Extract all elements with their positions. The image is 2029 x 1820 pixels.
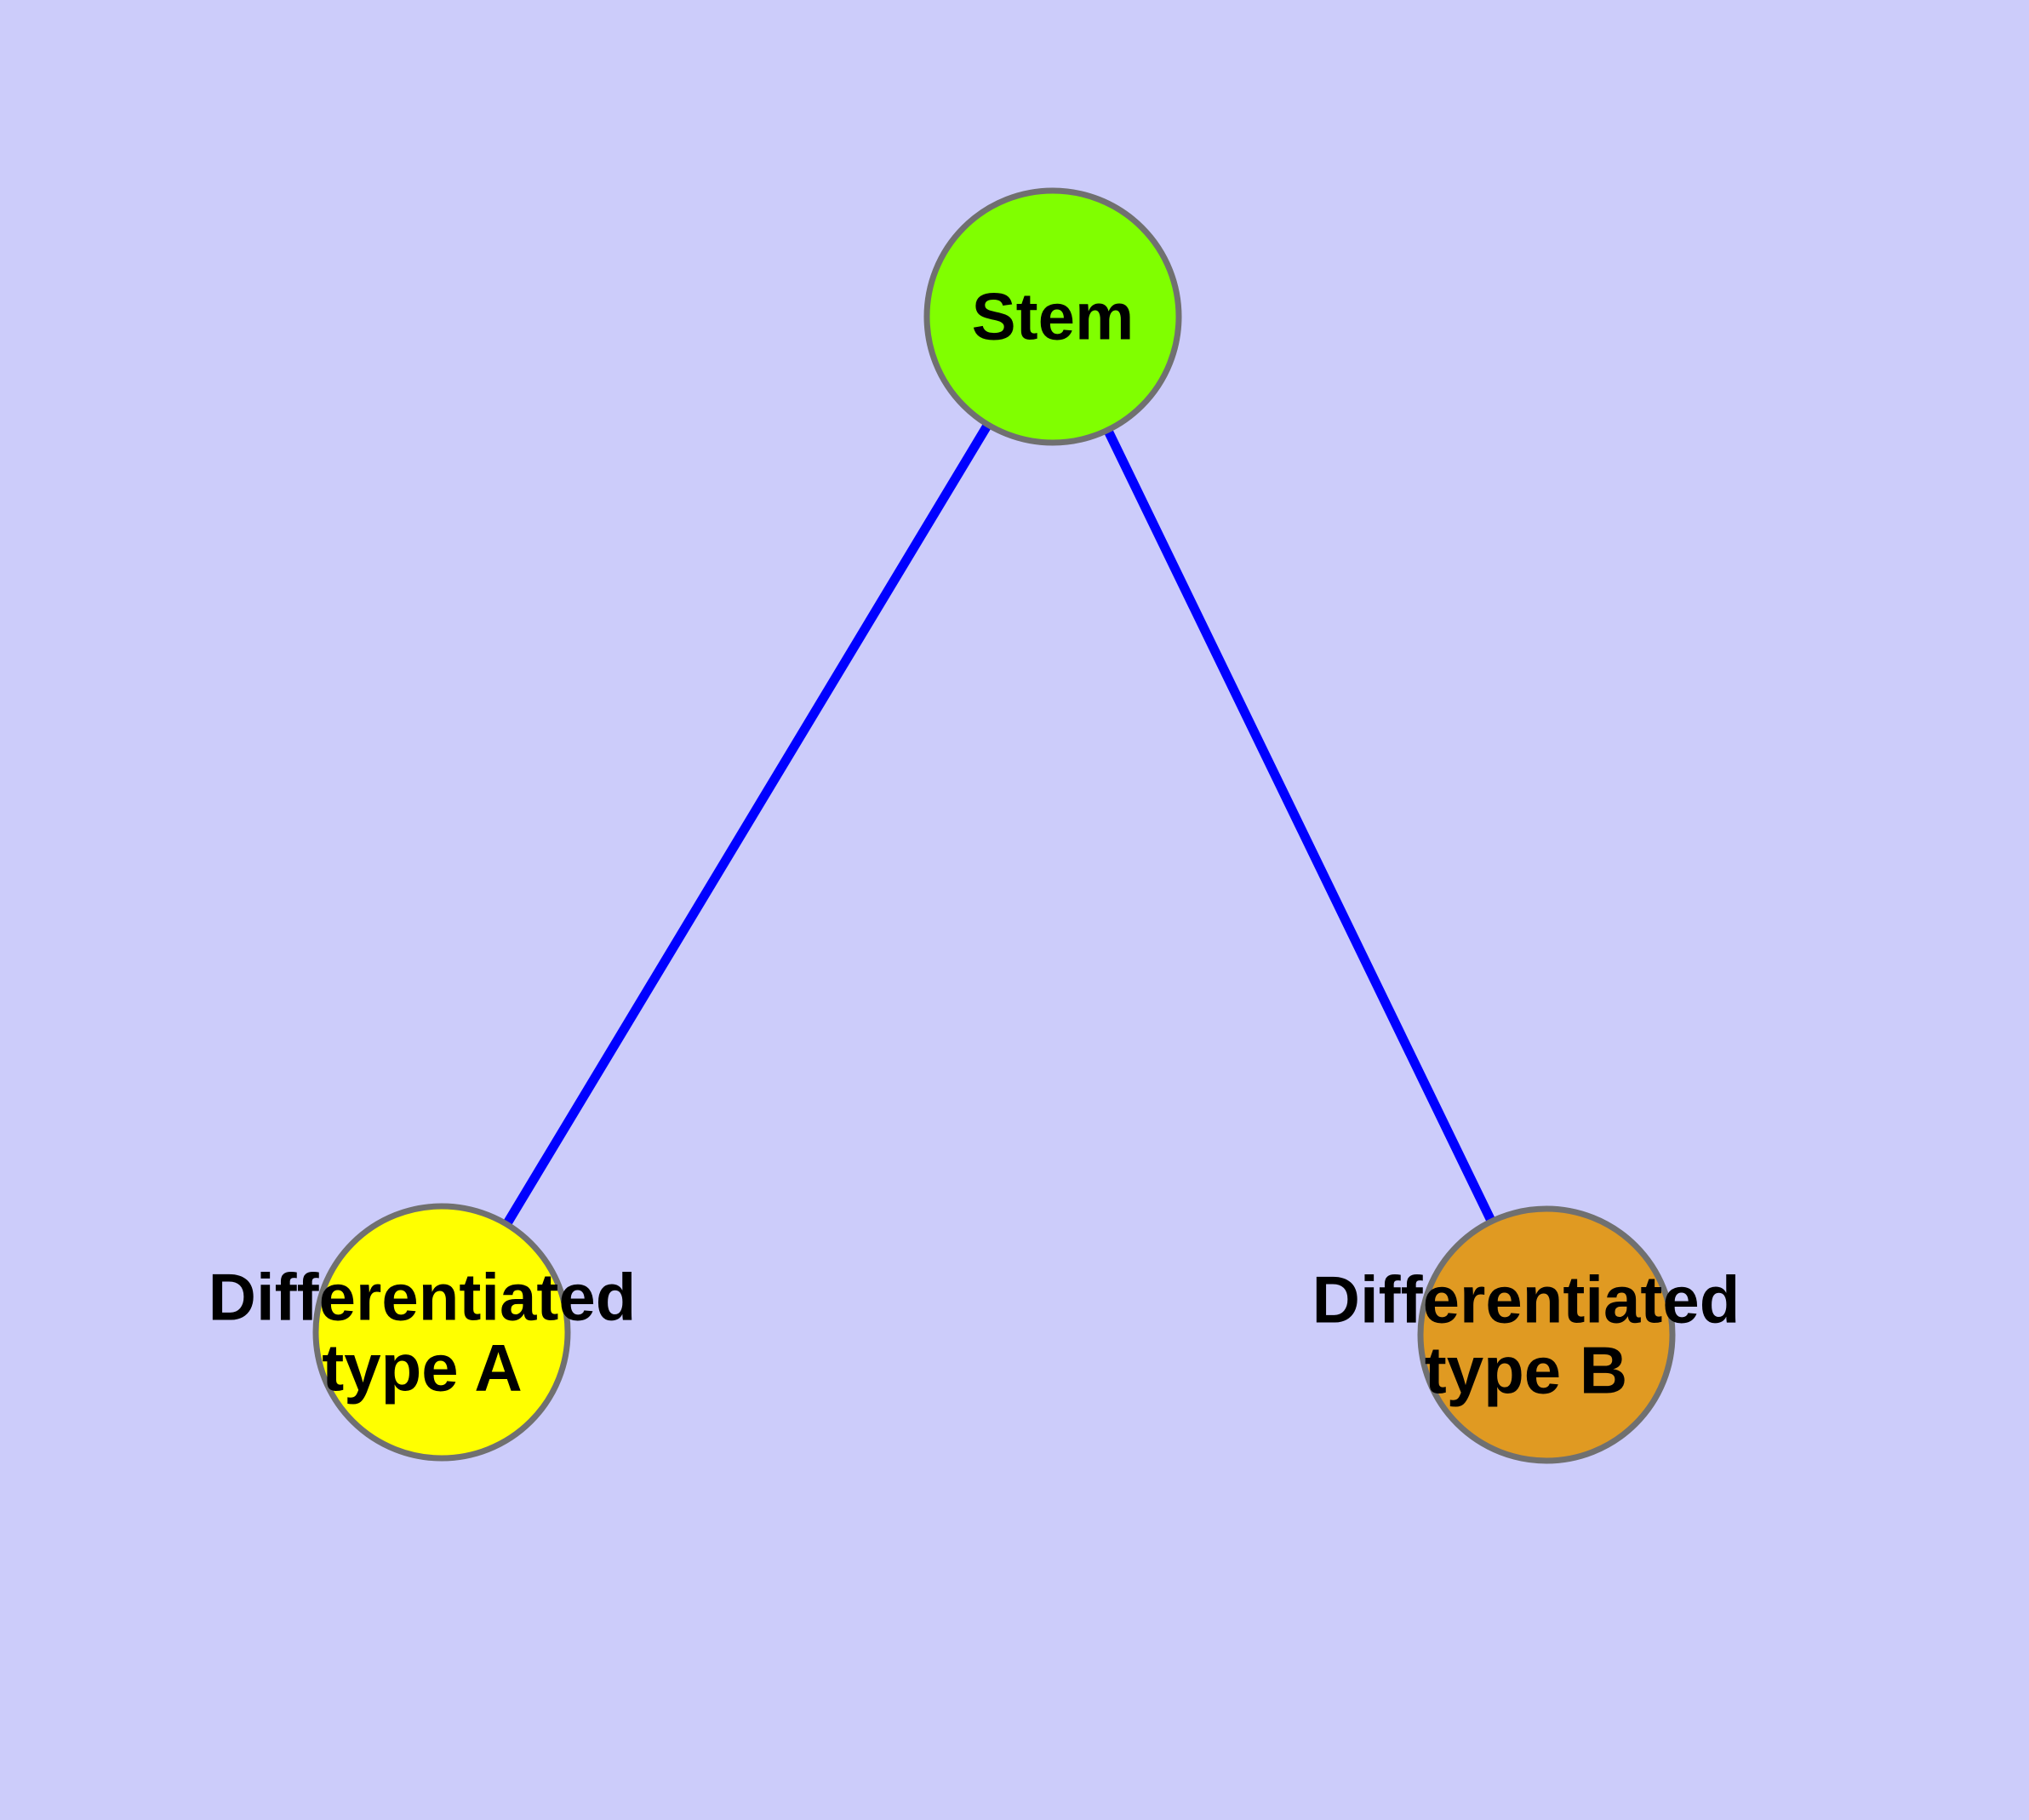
node-diff_a[interactable] xyxy=(312,1203,571,1462)
edge-layer xyxy=(437,314,1551,1337)
edge-stem-to-diff-b[interactable] xyxy=(1049,314,1551,1337)
node-diff_b[interactable] xyxy=(1417,1205,1676,1464)
edge-stem-to-diff-a[interactable] xyxy=(437,314,1057,1335)
node-stem[interactable] xyxy=(923,187,1182,446)
node-layer xyxy=(312,187,1676,1464)
